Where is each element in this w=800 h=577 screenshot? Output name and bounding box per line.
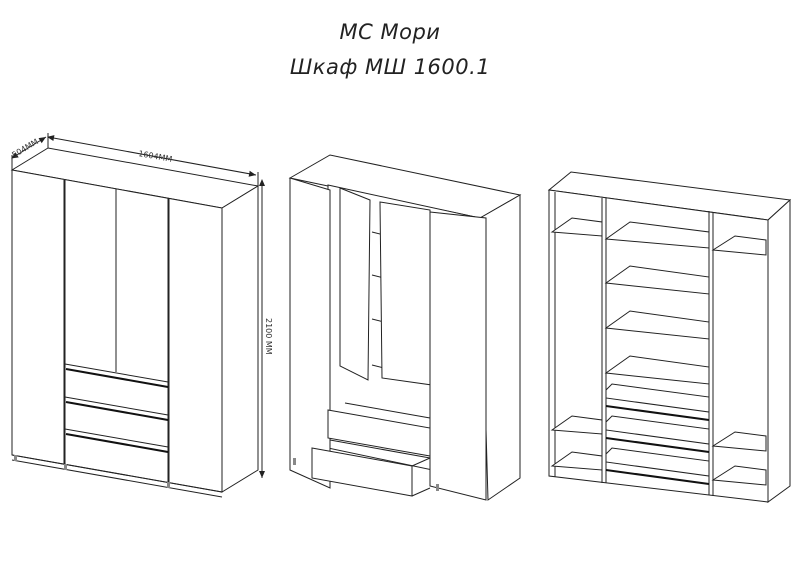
open-doors-view xyxy=(288,154,522,501)
width-dimension-label: 1604ММ xyxy=(138,149,173,164)
closed-front-view: 504ММ 1604ММ 2100 ММ xyxy=(10,133,273,498)
internal-structure-view xyxy=(547,171,792,503)
product-title: Шкаф МШ 1600.1 xyxy=(289,55,491,79)
brand-title: МС Мори xyxy=(339,20,441,44)
height-dimension-label: 2100 ММ xyxy=(264,318,273,355)
